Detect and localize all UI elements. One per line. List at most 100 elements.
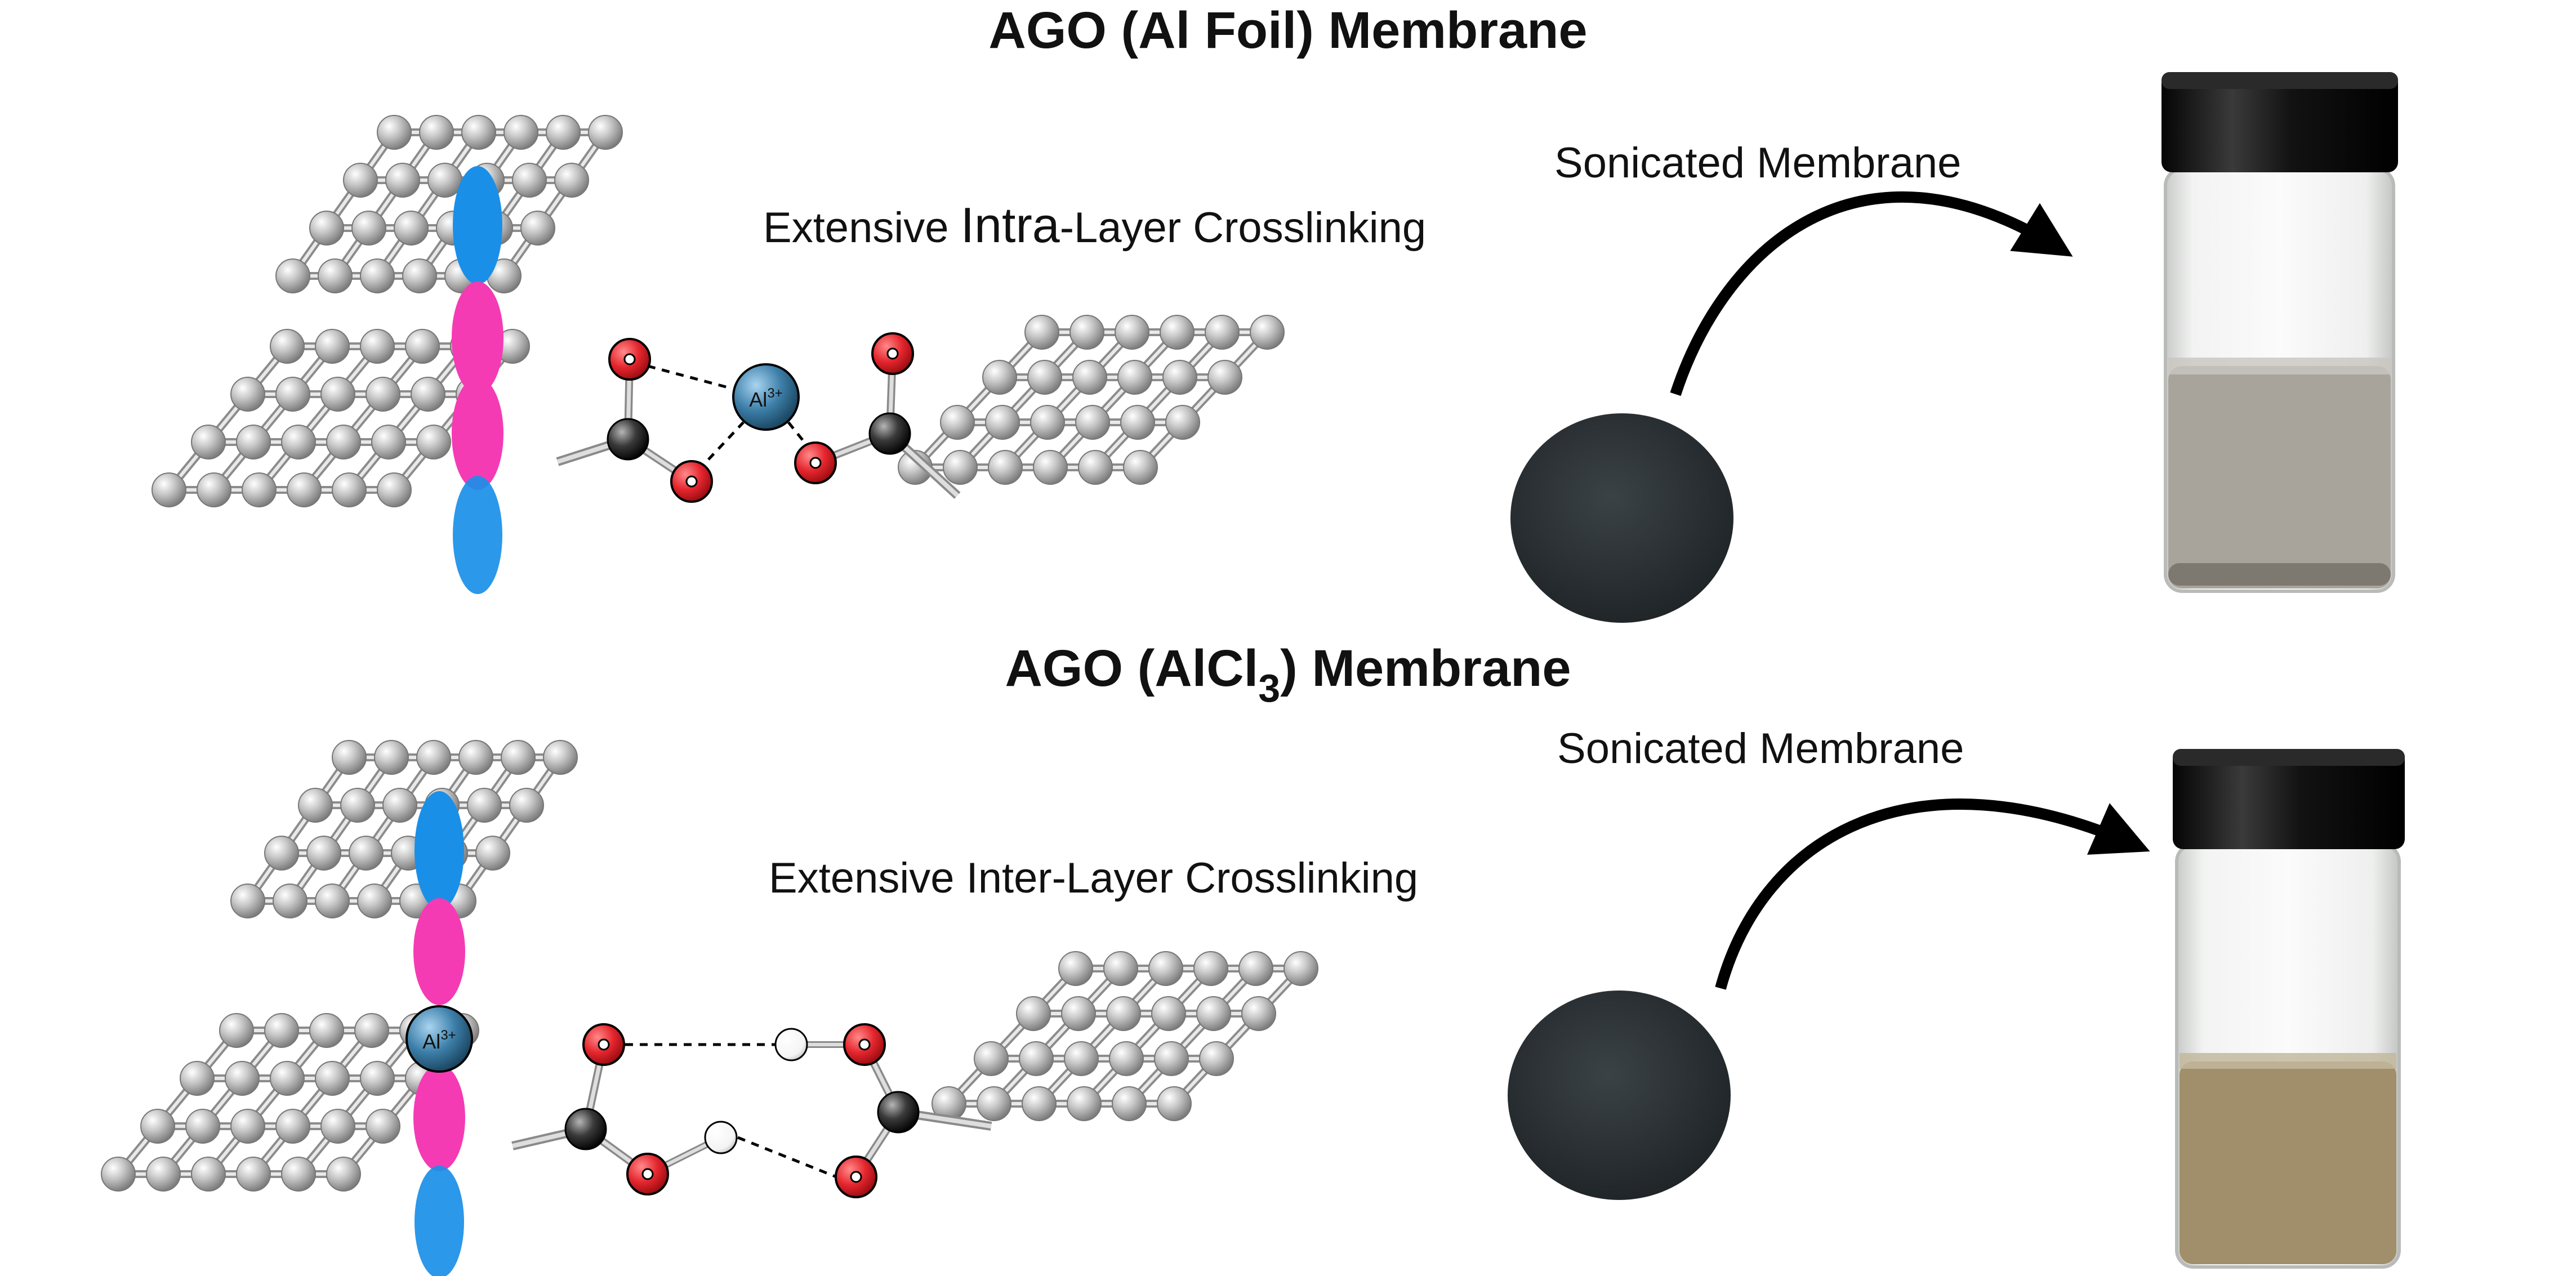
oxygen-atom [835,1155,877,1198]
carbon-atom [1027,360,1062,395]
carbon-atom [427,163,462,198]
carbon-atom [318,258,353,293]
carbon-atom [1016,996,1051,1031]
graphene-sheets [151,115,1285,507]
carbon-atom [982,360,1017,395]
carbon-atom [419,115,454,150]
carbon-atom [180,1061,215,1096]
carbon-atom [1154,1041,1189,1076]
carbon-atom [275,1109,310,1144]
carbon-atom [264,836,299,871]
carbon-atom [275,377,310,412]
carbon-atom [230,377,265,412]
pink-lobe [452,377,503,490]
carbon-atom [197,472,231,507]
carboxylate-al-complex: Al3+ [556,332,961,503]
blue-lobe [415,791,464,909]
carbon-atom [1207,360,1242,395]
carbon-atom [411,377,445,412]
membrane-disc [1510,413,1733,623]
carbon-atom [1205,315,1240,350]
vial [2161,72,2398,593]
carbon-atom [1075,405,1110,440]
pink-lobe [413,898,465,1005]
carbon-atom [315,1061,350,1096]
carbon-atom [564,1108,607,1150]
sonication-arrow [1670,191,2073,396]
carbon-atom [385,163,420,198]
carbon-atom [371,425,406,459]
carbon-atom [264,1013,299,1048]
carbon-atom [320,377,355,412]
carbon-atom [1283,951,1318,986]
carbon-atom [281,425,316,459]
carbon-atom [281,1157,316,1192]
svg-text:Al3+: Al3+ [749,386,782,411]
sonication-arrow [1715,798,2150,990]
carbon-atom [1165,405,1200,440]
carbon-atom [1024,315,1059,350]
carbon-atom [554,163,589,198]
carbon-atom [230,1109,265,1144]
carbon-atom [236,425,271,459]
carbon-atom [219,1013,254,1048]
carbon-atom [270,1061,305,1096]
carbon-atom [1157,1086,1192,1121]
carbon-atom [366,1109,400,1144]
carbon-atom [416,740,451,775]
pi-orbital-lobes [413,791,465,1276]
carbon-atom [985,405,1020,440]
carbon-atom [315,329,350,364]
oxygen-atom [608,338,651,381]
carbon-atom [343,163,378,198]
carbon-atom [1193,951,1228,986]
carbon-atom [140,1109,175,1144]
carbon-atom [588,115,623,150]
carbon-atom [1151,996,1186,1031]
carbon-atom [1106,996,1141,1031]
carbon-atom [503,115,538,150]
carbon-atom [340,788,375,823]
crosslink-annotation: Extensive Inter-Layer Crosslinking [769,854,1418,902]
panel-al-foil: AGO (Al Foil) Membrane [151,2,2398,623]
carbon-atom [332,740,367,775]
carbon-atom [607,418,649,461]
carbon-atom [520,211,555,246]
carbon-atom [943,450,978,485]
hydrogen-atom [774,1028,808,1061]
carbon-atom [275,258,310,293]
carbon-atom [360,258,395,293]
carbon-atom [1033,450,1068,485]
carbon-atom [1022,1086,1057,1121]
carbon-atom [546,115,581,150]
blue-lobe [415,1166,464,1276]
carbon-atom [1103,951,1138,986]
carbon-atom [309,1013,344,1048]
membrane-disc [1508,991,1731,1200]
carbon-atom [191,1157,226,1192]
carbon-atom [1160,315,1195,350]
carbon-atom [1120,405,1155,440]
carbon-atom [543,740,578,775]
carbon-atom [191,425,226,459]
carbon-atom [1238,951,1273,986]
oxygen-atom [871,332,914,375]
carbon-atom [326,425,361,459]
carbon-atom [377,115,412,150]
carbon-atom [360,329,395,364]
carbon-atom [225,1061,260,1096]
carbon-atom [458,740,493,775]
carbon-atom [377,472,412,507]
pi-orbital-lobes [452,166,503,594]
panel-title: AGO (Al Foil) Membrane [988,2,1587,59]
carbon-atom [1117,360,1152,395]
carbon-atom [382,788,417,823]
carbon-atom [1058,951,1093,986]
carbon-atom [509,788,544,823]
panel-alcl3: AGO (AlCl3) Membrane [101,640,2405,1276]
carbon-atom [1030,405,1065,440]
carbon-atom [988,450,1023,485]
panel-title: AGO (AlCl3) Membrane [1005,640,1571,710]
carbon-atom [315,884,350,918]
